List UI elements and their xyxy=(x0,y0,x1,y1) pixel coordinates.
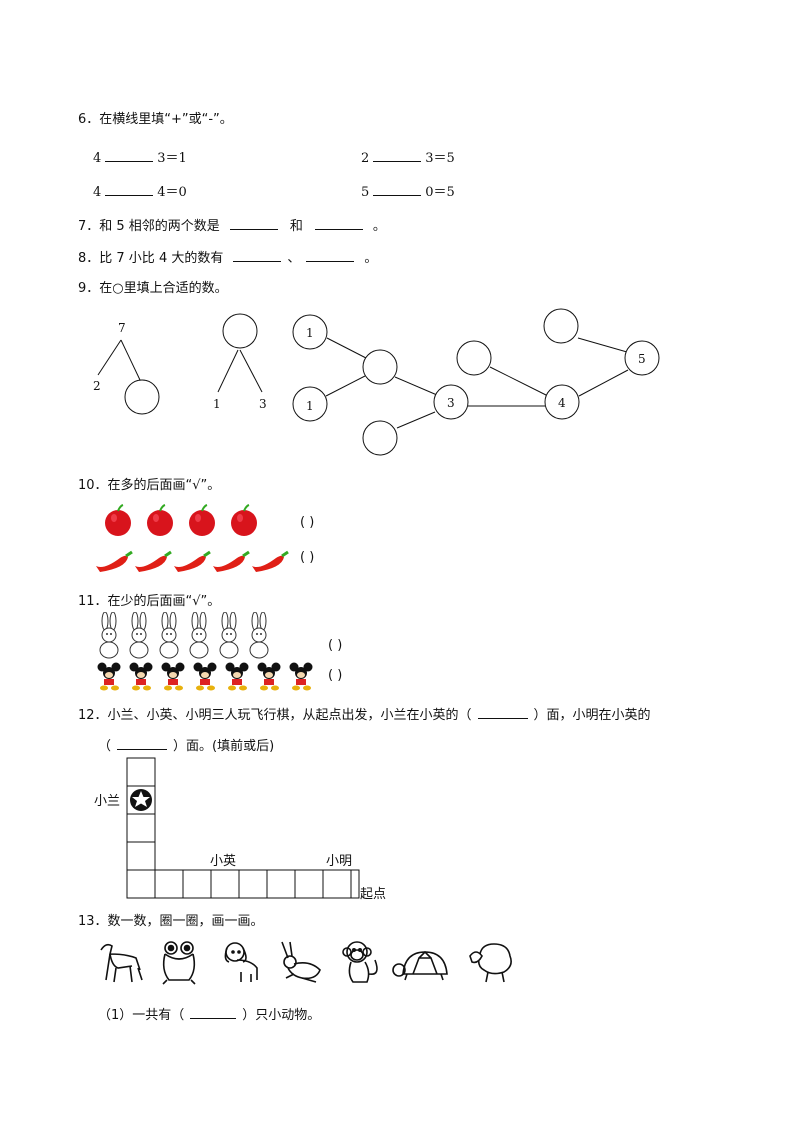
mouse-row xyxy=(97,662,313,691)
star-piece-icon xyxy=(130,789,152,811)
tree1-top: 7 xyxy=(118,321,126,335)
rabbit-icon xyxy=(99,612,119,659)
q9-diagram: 7 2 1 3 1 1 3 4 5 xyxy=(93,308,660,456)
pepper-icon xyxy=(135,550,172,572)
q10-title: 10．在多的后面画“√”。 xyxy=(78,478,221,493)
q9-title: 9．在○里填上合适的数。 xyxy=(78,281,228,296)
pepper-icon xyxy=(174,550,211,572)
tree2-left: 1 xyxy=(213,397,221,411)
turtle-icon xyxy=(392,950,448,981)
rabbit-icon xyxy=(219,612,239,659)
answer-blank[interactable] xyxy=(477,706,528,719)
answer-blank[interactable] xyxy=(373,149,422,162)
node-3: 3 xyxy=(447,396,455,410)
flight-chess-board: 小兰 小英 小明 起点 xyxy=(94,757,386,902)
tree1-left: 2 xyxy=(93,379,101,393)
answer-blank[interactable] xyxy=(190,1006,237,1019)
q10-paren-2[interactable]: ( ) xyxy=(300,550,315,565)
answer-circle[interactable] xyxy=(222,313,258,349)
pepper-icon xyxy=(213,550,250,572)
answer-blank[interactable] xyxy=(105,149,154,162)
apple-icon xyxy=(105,504,131,536)
pepper-row xyxy=(96,550,289,572)
answer-blank[interactable] xyxy=(233,249,282,262)
label-xiaoming: 小明 xyxy=(326,854,352,869)
answer-circle[interactable] xyxy=(456,340,492,376)
rabbit-icon xyxy=(249,612,269,659)
node-1b: 1 xyxy=(306,399,314,413)
answer-circle[interactable] xyxy=(362,420,398,456)
node-5: 5 xyxy=(638,352,646,366)
answer-blank[interactable] xyxy=(373,183,422,196)
answer-blank[interactable] xyxy=(229,217,278,230)
q13-title: 13．数一数，圈一圈，画一画。 xyxy=(78,914,264,929)
rabbit-icon xyxy=(129,612,149,659)
apple-icon xyxy=(231,504,257,536)
rabbit-icon xyxy=(159,612,179,659)
monkey-icon xyxy=(342,941,378,983)
q12-line1: 12．小兰、小英、小明三人玩飞行棋，从起点出发，小兰在小英的（）面，小明在小英的 xyxy=(78,706,651,723)
node-4: 4 xyxy=(558,396,566,410)
rabbit-row xyxy=(99,612,269,659)
mickey-icon xyxy=(289,662,313,691)
label-start: 起点 xyxy=(360,887,386,902)
q12-line2: （）面。(填前或后) xyxy=(98,737,275,754)
pepper-icon xyxy=(252,550,289,572)
animal-row xyxy=(100,941,512,985)
node-1a: 1 xyxy=(306,326,314,340)
q10-paren-1[interactable]: ( ) xyxy=(300,515,315,530)
rabbit-icon xyxy=(189,612,209,659)
tree2-right: 3 xyxy=(259,397,267,411)
rabbit-icon xyxy=(281,941,321,983)
q6-title: 6．在横线里填“+”或“-”。 xyxy=(78,112,233,127)
mickey-icon xyxy=(225,662,249,691)
apple-icon xyxy=(189,504,215,536)
answer-blank[interactable] xyxy=(117,737,168,750)
answer-circle[interactable] xyxy=(124,379,160,415)
answer-circle[interactable] xyxy=(362,349,398,385)
q13-sub1: （1）一共有（）只小动物。 xyxy=(98,1006,321,1023)
mickey-icon xyxy=(161,662,185,691)
mickey-icon xyxy=(193,662,217,691)
q11-paren-2[interactable]: ( ) xyxy=(328,668,343,683)
sheep-icon xyxy=(469,943,512,983)
frog-icon xyxy=(162,941,196,985)
answer-blank[interactable] xyxy=(105,183,154,196)
dog-icon xyxy=(224,942,258,982)
apple-row xyxy=(105,504,257,536)
answer-circle[interactable] xyxy=(543,308,579,344)
q7-line: 7．和 5 相邻的两个数是和。 xyxy=(78,217,386,234)
q11-title: 11．在少的后面画“√”。 xyxy=(78,594,221,609)
mickey-icon xyxy=(257,662,281,691)
label-xiaoying: 小英 xyxy=(210,854,236,869)
q8-line: 8．比 7 小比 4 大的数有、。 xyxy=(78,249,378,266)
label-xiaolan: 小兰 xyxy=(94,794,120,809)
q11-paren-1[interactable]: ( ) xyxy=(328,638,343,653)
pepper-icon xyxy=(96,550,133,572)
mickey-icon xyxy=(97,662,121,691)
answer-blank[interactable] xyxy=(314,217,363,230)
horse-icon xyxy=(100,943,143,983)
answer-blank[interactable] xyxy=(306,249,355,262)
apple-icon xyxy=(147,504,173,536)
mickey-icon xyxy=(129,662,153,691)
